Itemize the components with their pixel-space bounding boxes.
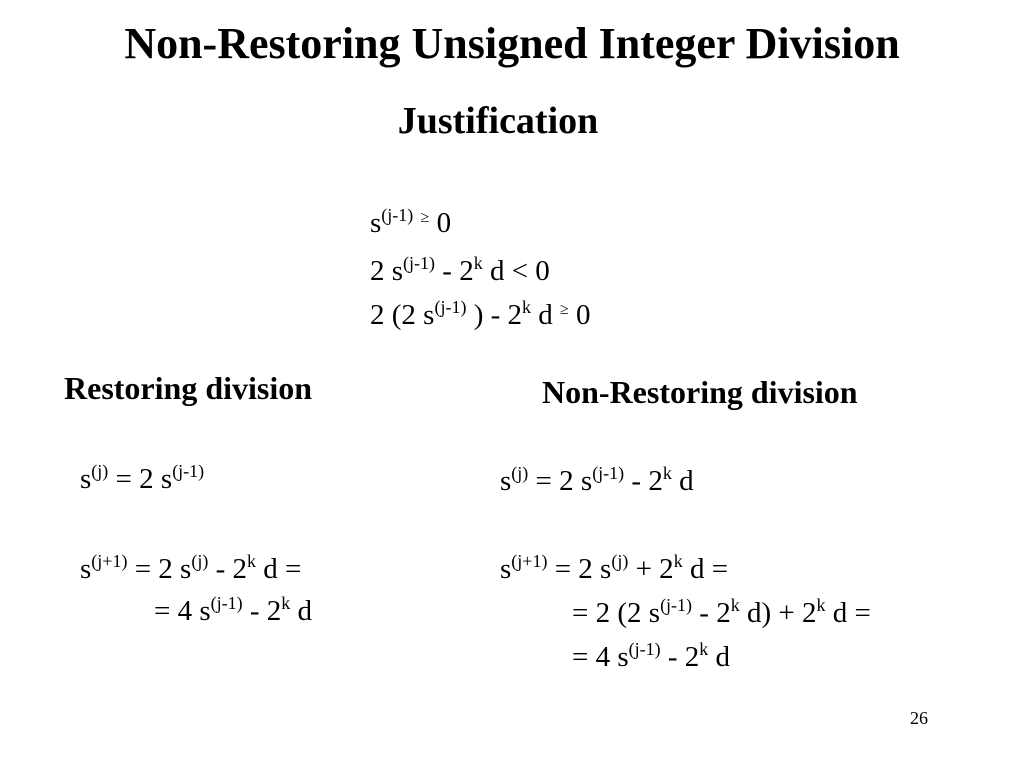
eq-superscript: (j-1) bbox=[592, 463, 625, 483]
eq-text: - 2 bbox=[660, 641, 700, 673]
justification-line-3: 2 (2 s(j-1) ) - 2k d ≥ 0 bbox=[370, 298, 591, 332]
eq-superscript: k bbox=[673, 551, 683, 571]
eq-text: d bbox=[708, 641, 731, 673]
eq-text: - 2 bbox=[242, 595, 282, 627]
greater-equal-symbol: ≥ bbox=[560, 301, 569, 318]
eq-superscript: (j-1) bbox=[403, 253, 436, 273]
eq-text: s bbox=[500, 553, 512, 585]
eq-text: 0 bbox=[436, 207, 452, 239]
eq-superscript: (j) bbox=[191, 551, 209, 571]
restoring-eq-1: s(j) = 2 s(j-1) bbox=[80, 462, 204, 496]
eq-superscript: (j-1) bbox=[172, 461, 205, 481]
eq-text: - 2 bbox=[208, 553, 247, 585]
eq-superscript: k bbox=[662, 463, 672, 483]
eq-text: = 2 s bbox=[547, 553, 612, 585]
eq-text: - 2 bbox=[692, 597, 731, 629]
slide-number: 26 bbox=[910, 708, 928, 728]
eq-text: d bbox=[290, 595, 313, 627]
eq-text: 2 s bbox=[370, 255, 404, 287]
eq-text: 0 bbox=[568, 299, 591, 331]
eq-text: - 2 bbox=[624, 465, 663, 497]
restoring-eq-2: s(j+1) = 2 s(j) - 2k d = bbox=[80, 552, 301, 586]
eq-text: + 2 bbox=[628, 553, 674, 585]
greater-equal-symbol: ≥ bbox=[420, 209, 430, 226]
restoring-heading: Restoring division bbox=[64, 370, 313, 406]
slide-title: Non-Restoring Unsigned Integer Division bbox=[124, 19, 900, 68]
non-restoring-heading: Non-Restoring division bbox=[542, 374, 858, 410]
eq-text: s bbox=[80, 553, 92, 585]
eq-superscript: (j-1) bbox=[210, 593, 243, 613]
eq-text: - 2 bbox=[435, 255, 474, 287]
non-restoring-eq-3: = 2 (2 s(j-1) - 2k d) + 2k d = bbox=[572, 596, 871, 630]
eq-superscript: k bbox=[247, 551, 256, 571]
slide-subtitle: Justification bbox=[397, 100, 599, 142]
eq-superscript: (j-1) bbox=[381, 205, 414, 225]
eq-superscript: k bbox=[816, 595, 826, 615]
eq-superscript: (j+1) bbox=[511, 551, 548, 571]
eq-superscript: k bbox=[281, 593, 291, 613]
eq-text: d) + 2 bbox=[739, 597, 817, 629]
eq-text: 2 (2 s bbox=[370, 299, 435, 331]
eq-text: = 2 (2 s bbox=[572, 597, 661, 629]
eq-superscript: k bbox=[699, 639, 709, 659]
eq-text: s bbox=[370, 207, 382, 239]
eq-superscript: k bbox=[522, 297, 532, 317]
non-restoring-eq-4: = 4 s(j-1) - 2k d bbox=[572, 640, 730, 674]
eq-text: = 2 s bbox=[108, 463, 173, 495]
eq-text: d bbox=[531, 299, 561, 331]
justification-line-1: s(j-1) ≥ 0 bbox=[370, 206, 451, 240]
eq-text: d = bbox=[825, 597, 871, 629]
eq-superscript: k bbox=[473, 253, 483, 273]
eq-superscript: (j) bbox=[91, 461, 109, 481]
eq-text: s bbox=[500, 465, 512, 497]
eq-text: = 2 s bbox=[528, 465, 593, 497]
non-restoring-eq-2: s(j+1) = 2 s(j) + 2k d = bbox=[500, 552, 728, 586]
eq-superscript: k bbox=[730, 595, 740, 615]
restoring-eq-3: = 4 s(j-1) - 2k d bbox=[154, 594, 312, 628]
eq-text: d bbox=[671, 465, 694, 497]
eq-text: = 4 s bbox=[154, 595, 211, 627]
eq-text: ) - 2 bbox=[466, 299, 523, 331]
eq-superscript: (j+1) bbox=[91, 551, 128, 571]
non-restoring-eq-1: s(j) = 2 s(j-1) - 2k d bbox=[500, 464, 694, 498]
eq-text: s bbox=[80, 463, 92, 495]
eq-superscript: (j-1) bbox=[628, 639, 661, 659]
eq-superscript: (j) bbox=[511, 463, 529, 483]
eq-superscript: (j-1) bbox=[434, 297, 467, 317]
eq-text: = 4 s bbox=[572, 641, 629, 673]
justification-line-2: 2 s(j-1) - 2k d < 0 bbox=[370, 254, 550, 288]
eq-text: d < 0 bbox=[482, 255, 550, 287]
eq-text: d = bbox=[256, 553, 302, 585]
eq-superscript: (j-1) bbox=[660, 595, 693, 615]
eq-text: d = bbox=[682, 553, 729, 585]
eq-text: = 2 s bbox=[127, 553, 192, 585]
eq-superscript: (j) bbox=[611, 551, 629, 571]
